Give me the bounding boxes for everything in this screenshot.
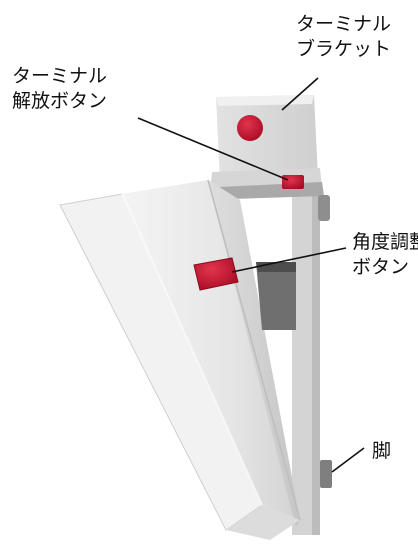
foot — [320, 460, 332, 488]
leader-line-bracket — [281, 77, 319, 111]
leader-line-release — [137, 117, 289, 181]
label-terminal-bracket-line1: ターミナル — [296, 13, 392, 35]
label-terminal-release-line2: 解放ボタン — [12, 90, 108, 112]
leader-line-foot — [331, 447, 365, 473]
angle-adjust-button — [193, 257, 239, 291]
label-angle-adjust-button: 角度調整 ボタン — [352, 230, 418, 280]
terminal-housing — [59, 179, 301, 540]
bracket-side-knob — [318, 195, 330, 221]
label-terminal-release-button: ターミナル 解放ボタン — [12, 64, 107, 114]
label-foot: 脚 — [372, 439, 391, 464]
label-foot-text: 脚 — [372, 440, 392, 462]
label-terminal-release-line1: ターミナル — [12, 65, 108, 87]
mount-pillar — [292, 195, 320, 535]
label-terminal-bracket: ターミナル ブラケット — [296, 12, 391, 62]
terminal-release-button — [282, 175, 304, 189]
leader-line-angle — [231, 247, 347, 273]
label-angle-adjust-line2: ボタン — [352, 256, 410, 278]
label-terminal-bracket-line2: ブラケット — [296, 38, 392, 60]
bracket-red-knob — [237, 115, 263, 141]
label-angle-adjust-line1: 角度調整 — [352, 231, 418, 253]
terminal-bracket — [198, 95, 324, 200]
